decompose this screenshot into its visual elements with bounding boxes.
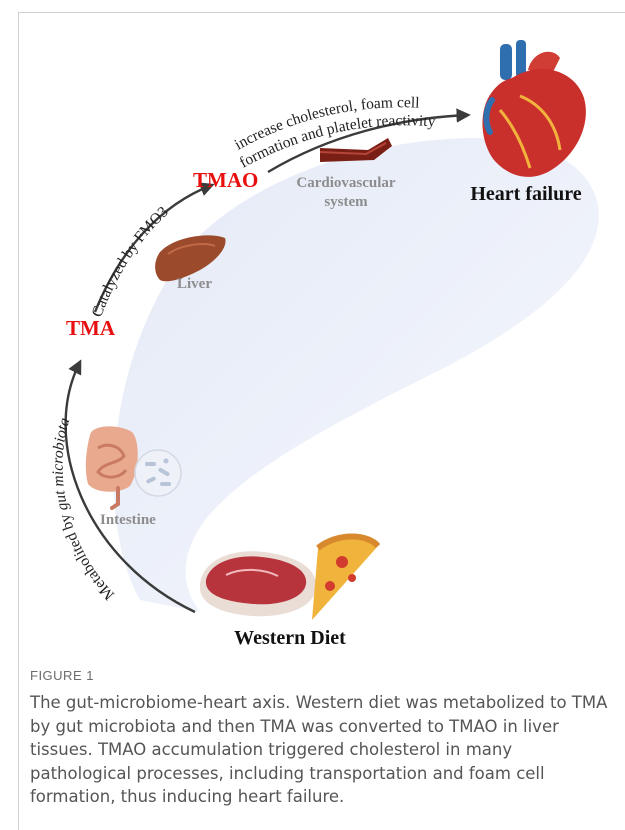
tmao-label: TMAO — [193, 168, 258, 192]
microbiota-icon — [135, 450, 181, 496]
intestine-label: Intestine — [100, 512, 156, 528]
cardiovascular-label-line2: system — [324, 194, 368, 210]
heart-icon — [482, 40, 585, 177]
heart-failure-label: Heart failure — [470, 183, 581, 205]
western-diet-label: Western Diet — [234, 627, 346, 649]
gut-heart-axis-diagram: Metabolited by gut microbiota Catalyzed … — [0, 0, 625, 650]
tma-label: TMA — [66, 316, 116, 340]
figure-label: FIGURE 1 — [30, 668, 94, 683]
liver-label: Liver — [177, 276, 212, 292]
pizza-icon — [312, 537, 378, 621]
cardiovascular-label-line1: Cardiovascular — [296, 175, 396, 191]
figure-caption: The gut-microbiome-heart axis. Western d… — [30, 691, 615, 809]
steak-icon — [200, 551, 316, 616]
